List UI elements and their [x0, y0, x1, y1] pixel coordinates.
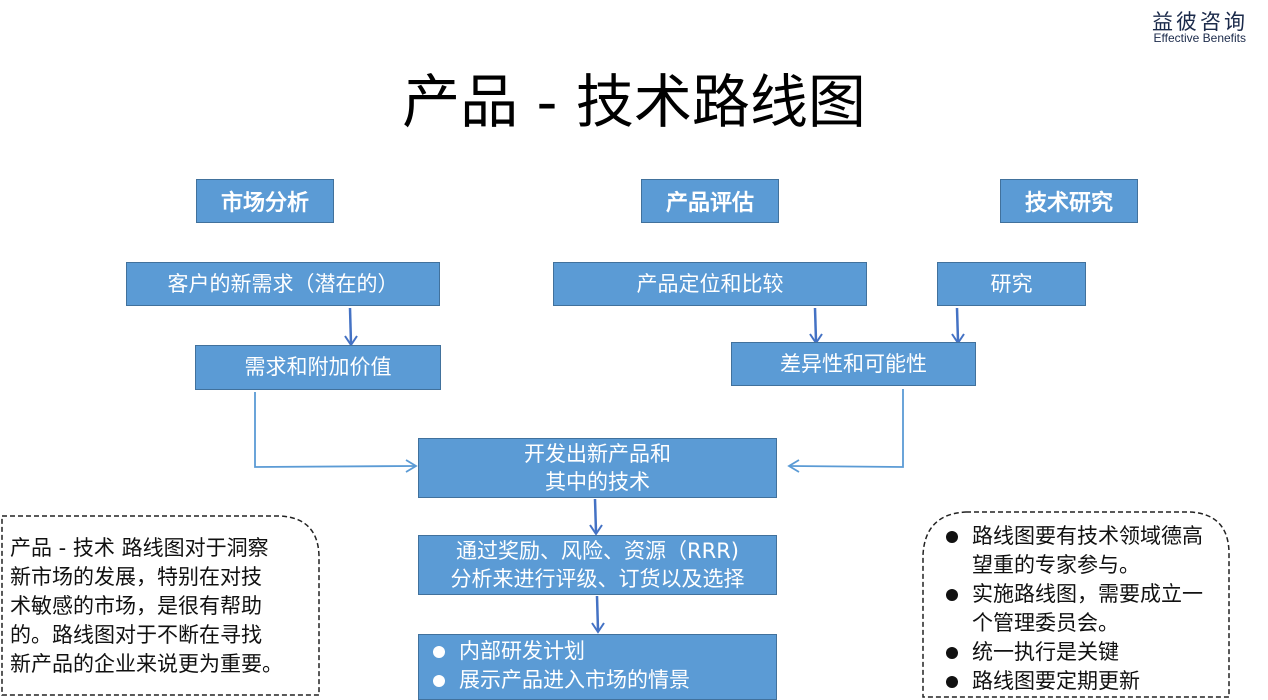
outcomes-list: 内部研发计划 展示产品进入市场的情景: [427, 637, 690, 695]
arrow-positioning-to-diff: [813, 307, 818, 342]
left-note: 产品 - 技术 路线图对于洞察 新市场的发展，特别在对技 术敏感的市场，是很有帮…: [10, 534, 315, 679]
box-research: 研究: [937, 262, 1086, 306]
arrow-research-to-diff: [955, 307, 960, 342]
box-product-positioning: 产品定位和比较: [553, 262, 867, 306]
brand-name-cn: 益彼咨询: [1152, 10, 1248, 34]
header-product-evaluation-label: 产品评估: [665, 191, 754, 216]
arrow-rrr-to-outcomes: [595, 595, 600, 631]
arrow-develop-to-rrr-head: [589, 524, 603, 536]
page-title: 产品 - 技术路线图: [402, 68, 866, 136]
arrow-value-to-develop: [254, 392, 416, 468]
left-note-line: 术敏感的市场，是很有帮助: [10, 594, 262, 618]
box-rrr-line-1: 通过奖励、风险、资源（RRR): [456, 539, 739, 563]
right-note-item: 路线图要定期更新: [940, 667, 1205, 696]
box-develop-line-2: 其中的技术: [545, 470, 650, 494]
right-note-item: 统一执行是关键: [940, 638, 1205, 667]
right-note-item: 路线图要有技术领域德高望重的专家参与。: [940, 522, 1205, 580]
box-customer-needs-label: 客户的新需求（潜在的）: [167, 271, 399, 296]
box-outcomes: 内部研发计划 展示产品进入市场的情景: [418, 634, 777, 700]
right-note-item: 实施路线图，需要成立一个管理委员会。: [940, 580, 1205, 638]
left-note-line: 产品 - 技术 路线图对于洞察: [10, 536, 269, 560]
right-note-outline: [922, 511, 1230, 698]
header-tech-research-label: 技术研究: [1024, 191, 1113, 216]
box-needs-value-label: 需求和附加价值: [244, 355, 392, 379]
arrow-diff-to-develop: [789, 389, 904, 468]
arrow-needs-to-value: [348, 307, 353, 345]
header-tech-research: 技术研究: [1000, 179, 1138, 223]
box-rrr-line-2: 分析来进行评级、订货以及选择: [450, 567, 745, 591]
right-note: 路线图要有技术领域德高望重的专家参与。 实施路线图，需要成立一个管理委员会。 统…: [940, 522, 1205, 696]
header-market-analysis: 市场分析: [196, 179, 334, 223]
outcome-item: 展示产品进入市场的情景: [427, 666, 690, 695]
box-customer-needs: 客户的新需求（潜在的）: [126, 262, 440, 306]
left-note-line: 新产品的企业来说更为重要。: [10, 652, 283, 676]
box-needs-value: 需求和附加价值: [195, 345, 441, 390]
box-differentiation-label: 差异性和可能性: [780, 351, 927, 376]
arrow-develop-to-rrr: [593, 498, 598, 533]
left-note-outline: [1, 515, 320, 696]
box-develop: 开发出新产品和 其中的技术: [418, 438, 777, 498]
box-research-label: 研究: [990, 271, 1033, 296]
outcome-item: 内部研发计划: [427, 637, 690, 666]
left-note-line: 的。路线图对于不断在寻找: [10, 623, 262, 647]
arrow-diff-to-develop-head: [787, 459, 800, 473]
box-differentiation: 差异性和可能性: [731, 342, 976, 386]
header-market-analysis-label: 市场分析: [220, 191, 309, 216]
arrow-value-to-develop-head: [405, 459, 418, 473]
box-develop-line-1: 开发出新产品和: [524, 442, 671, 466]
left-note-line: 新市场的发展，特别在对技: [10, 565, 262, 589]
box-rrr-analysis: 通过奖励、风险、资源（RRR) 分析来进行评级、订货以及选择: [418, 535, 777, 595]
right-note-list: 路线图要有技术领域德高望重的专家参与。 实施路线图，需要成立一个管理委员会。 统…: [940, 522, 1205, 696]
box-product-positioning-label: 产品定位和比较: [636, 271, 784, 296]
header-product-evaluation: 产品评估: [641, 179, 779, 223]
brand-name-en: Effective Benefits: [1153, 31, 1247, 45]
arrow-rrr-to-outcomes-head: [591, 622, 605, 634]
